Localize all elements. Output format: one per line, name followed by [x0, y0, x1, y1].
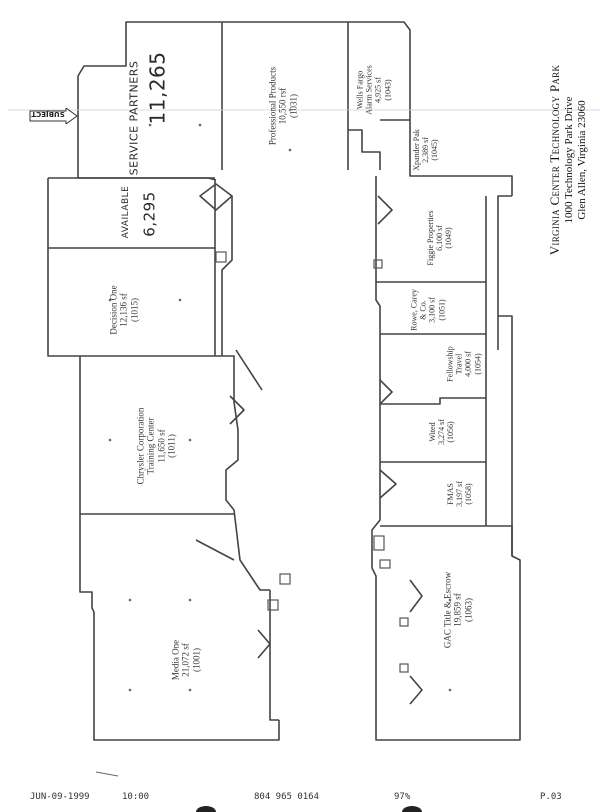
suite-fellowship: Fellowship Travel 4,000 sf (1054) — [446, 346, 483, 382]
suite-decision-one: Decision One 12,136 sf (1015) — [108, 285, 139, 334]
suite-sqft: 3,274 sf — [437, 419, 447, 445]
park-title-block: Virginia Center Technology Park 1000 Tec… — [547, 65, 589, 256]
park-address: 1000 Technology Park Drive — [562, 96, 575, 224]
suite-name: Figgie Properties — [426, 210, 436, 266]
subject-arrow-label: SUBJECT — [31, 110, 65, 118]
fax-page: P.03 — [540, 792, 562, 802]
suite-name: Rowe, Carey — [409, 289, 419, 331]
suite-name: Service Partners — [127, 60, 141, 176]
suite-name: Wited — [428, 422, 438, 442]
suite-sqft: 6,100 sf — [435, 225, 445, 251]
north-wing-wall — [77, 21, 513, 196]
suite-name: Media One — [170, 639, 181, 681]
suite-unit: (1049) — [444, 227, 454, 249]
suite-unit: (1001) — [191, 648, 202, 672]
suite-sqft: 3,100 sf — [428, 297, 437, 323]
suite-unit: (1043) — [383, 79, 393, 101]
suite-sqft: 4,000 sf — [464, 351, 473, 377]
suite-sqft: 21,072 sf — [180, 643, 191, 677]
suite-sqft: 12,136 sf — [118, 293, 129, 327]
suite-sqft: 10,550 rsf — [277, 87, 288, 125]
suite-sqft: 11,650 sf — [156, 429, 166, 463]
suite-name: Fellowship — [445, 346, 455, 382]
suite-gac-title: GAC Title & Escrow 19,859 sf (1063) — [442, 572, 473, 648]
suite-unit: (1063) — [463, 598, 474, 623]
east-wing-wall — [371, 176, 521, 741]
suite-name: Professional Products — [267, 66, 278, 146]
suite-sqft: 4,925 sf — [374, 77, 383, 103]
suite-professional-products: Professional Products 10,550 rsf (1031) — [267, 67, 298, 145]
park-city: Glen Allen, Virginia 23060 — [575, 100, 588, 220]
fax-percent: 97% — [394, 792, 411, 802]
fax-time: 10:00 — [122, 792, 150, 802]
suite-xpander-pak: Xpander Pak 2,389 sf (1045) — [412, 129, 440, 171]
west-wing-wall — [47, 178, 95, 613]
suite-sqft: 19,859 sf — [452, 593, 463, 627]
suite-name-2: Alarm Services — [364, 65, 374, 115]
suite-wited: Wited 3,274 sf (1056) — [428, 419, 456, 445]
suite-unit: (1031) — [288, 94, 299, 118]
suite-unit: (1051) — [437, 299, 447, 321]
suite-name-2: Training Center — [145, 417, 156, 475]
suite-sqft: 2,389 sf — [421, 137, 431, 163]
suite-media-one: Media One 21,072 sf (1001) — [170, 640, 201, 680]
fax-date: JUN-09-1999 — [30, 792, 90, 802]
suite-figgie: Figgie Properties 6,100 sf (1049) — [426, 211, 454, 266]
suite-unit: (1056) — [446, 421, 456, 443]
suite-name: GAC Title & Escrow — [442, 571, 453, 649]
suite-rowe-carey: Rowe, Carey & Co. 3,100 sf (1051) — [410, 289, 447, 331]
suite-name: Chrysler Corporation — [135, 407, 146, 485]
suite-sqft: 3,197 sf — [455, 481, 465, 507]
suite-chrysler: Chrysler Corporation Training Center 11,… — [135, 408, 176, 485]
fax-phone: 804 965 0164 — [254, 792, 320, 802]
suite-unit: (1045) — [430, 139, 440, 161]
suite-unit: (1011) — [166, 434, 177, 458]
suite-unit: (1015) — [129, 298, 140, 322]
suite-unit: (1058) — [464, 483, 474, 505]
suite-name: FMAS — [446, 483, 456, 505]
suite-name: Wells Fargo — [355, 70, 365, 110]
suite-name: Xpander Pak — [412, 129, 422, 171]
subject-arrow: SUBJECT — [28, 107, 78, 125]
suite-name-2: Travel — [454, 353, 464, 375]
suite-fmas: FMAS 3,197 sf (1058) — [446, 481, 474, 507]
park-name: Virginia Center Technology Park — [547, 64, 563, 256]
suite-wells-fargo: Wells Fargo Alarm Services 4,925 sf (104… — [356, 65, 393, 115]
suite-service-partners-sqft: 11,265 — [145, 51, 170, 125]
suite-name-2: & Co. — [418, 300, 428, 320]
suite-unit: (1054) — [473, 353, 483, 375]
suite-service-partners: Service Partners — [127, 60, 142, 176]
suite-available-sqft: 6,295 — [140, 191, 159, 237]
suite-name: Decision One — [108, 285, 119, 335]
suite-available: Available — [120, 185, 131, 239]
